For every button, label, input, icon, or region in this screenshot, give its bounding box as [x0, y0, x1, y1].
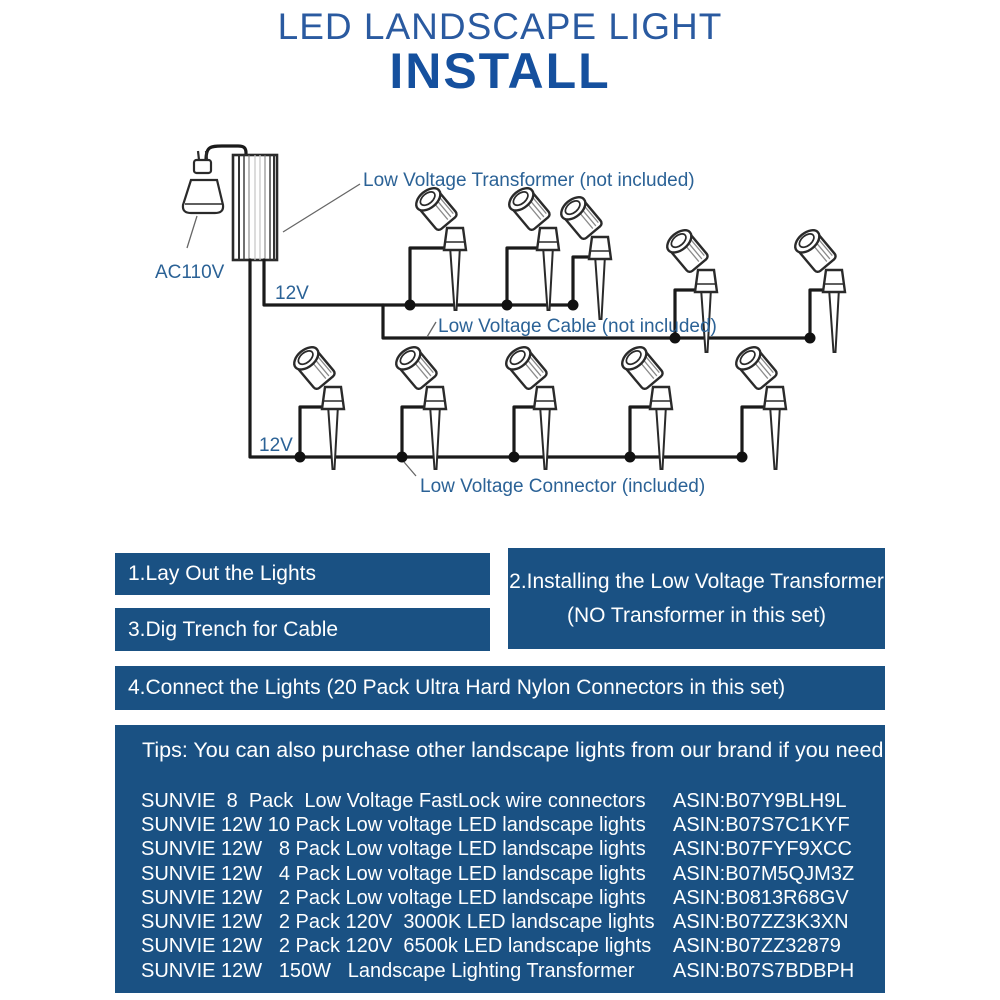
step-3-label: 3.Dig Trench for Cable	[128, 617, 339, 641]
transformer-icon	[231, 153, 279, 262]
connector-leader-line	[403, 461, 417, 477]
product-row: SUNVIE 12W 2 Pack 120V 3000K LED landsca…	[115, 910, 885, 934]
wiring-diagram: AC110V Low Voltage Transformer (not incl…	[155, 144, 847, 497]
product-asin: ASIN:B07S7BDBPH	[673, 959, 855, 982]
product-name: SUNVIE 12W 150W Landscape Lighting Trans…	[141, 959, 635, 982]
tips-intro: Tips: You can also purchase other landsc…	[142, 738, 884, 762]
step-2-line1: 2.Installing the Low Voltage Transformer	[509, 569, 884, 593]
tips-box: Tips: You can also purchase other landsc…	[115, 725, 885, 993]
step-2-line2: (NO Transformer in this set)	[566, 603, 827, 627]
product-row: SUNVIE 8 Pack Low Voltage FastLock wire …	[115, 789, 885, 813]
product-name: SUNVIE 12W 4 Pack Low voltage LED landsc…	[141, 862, 646, 885]
product-row: SUNVIE 12W 2 Pack Low voltage LED landsc…	[115, 886, 885, 910]
product-name: SUNVIE 12W 8 Pack Low voltage LED landsc…	[141, 838, 646, 861]
step-4-label: 4.Connect the Lights (20 Pack Ultra Hard…	[128, 676, 786, 699]
page-subtitle: INSTALL	[389, 43, 611, 99]
step-2-box: 2.Installing the Low Voltage Transformer…	[508, 548, 885, 649]
step-4-bar: 4.Connect the Lights (20 Pack Ultra Hard…	[115, 666, 885, 710]
product-row: SUNVIE 12W 2 Pack 120V 6500k LED landsca…	[115, 935, 885, 959]
product-name: SUNVIE 12W 10 Pack Low voltage LED lands…	[141, 813, 646, 836]
product-row: SUNVIE 12W 10 Pack Low voltage LED lands…	[115, 813, 885, 837]
landscape-lights-row-bottom	[288, 341, 788, 471]
ac110v-leader-line	[186, 215, 198, 249]
power-plug-icon	[181, 144, 248, 215]
product-name: SUNVIE 8 Pack Low Voltage FastLock wire …	[141, 789, 646, 812]
product-asin: ASIN:B07S7C1KYF	[673, 813, 850, 836]
v12-bottom-label: 12V	[259, 435, 293, 456]
product-asin: ASIN:B07M5QJM3Z	[673, 862, 855, 885]
product-name: SUNVIE 12W 2 Pack Low voltage LED landsc…	[141, 886, 646, 909]
product-asin: ASIN:B07ZZ32879	[673, 935, 841, 958]
transformer-leader-line	[282, 183, 361, 233]
product-list: SUNVIE 8 Pack Low Voltage FastLock wire …	[115, 789, 885, 983]
product-row: SUNVIE 12W 4 Pack Low voltage LED landsc…	[115, 862, 885, 886]
v12-top-label: 12V	[275, 283, 309, 304]
product-asin: ASIN:B0813R68GV	[673, 886, 849, 909]
connector-label: Low Voltage Connector (included)	[420, 476, 705, 497]
step-1-label: 1.Lay Out the Lights	[128, 562, 316, 585]
step-3-bar: 3.Dig Trench for Cable	[115, 608, 490, 651]
product-row: SUNVIE 12W 150W Landscape Lighting Trans…	[115, 959, 885, 983]
product-name: SUNVIE 12W 2 Pack 120V 3000K LED landsca…	[141, 911, 655, 934]
product-row: SUNVIE 12W 8 Pack Low voltage LED landsc…	[115, 838, 885, 862]
step-1-bar: 1.Lay Out the Lights	[115, 553, 490, 595]
product-asin: ASIN:B07Y9BLH9L	[673, 789, 847, 812]
ac110v-label: AC110V	[155, 262, 225, 283]
page-title: LED LANDSCAPE LIGHT	[277, 6, 723, 47]
product-name: SUNVIE 12W 2 Pack 120V 6500k LED landsca…	[141, 935, 652, 958]
low-voltage-cables	[248, 246, 831, 463]
cable-leader-line	[426, 321, 437, 338]
product-asin: ASIN:B07FYF9XCC	[673, 838, 852, 861]
transformer-label: Low Voltage Transformer (not included)	[363, 170, 695, 191]
cable-label: Low Voltage Cable (not included)	[438, 316, 717, 337]
product-asin: ASIN:B07ZZ3K3XN	[673, 911, 849, 934]
